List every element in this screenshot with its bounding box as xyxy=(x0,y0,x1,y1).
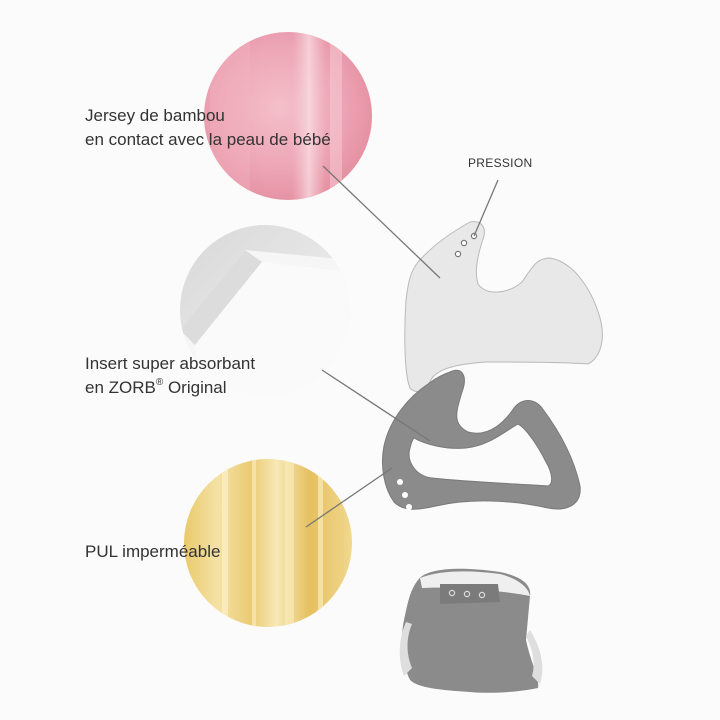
bamboo-layer-shape xyxy=(404,221,603,393)
bamboo-leader-line xyxy=(322,165,441,279)
insert-label-prefix: en ZORB xyxy=(85,378,156,397)
insert-label-line2: en ZORB® Original xyxy=(85,376,255,400)
bamboo-label-line2: en contact avec la peau de bébé xyxy=(85,130,331,149)
bamboo-jersey-label: Jersey de bambou en contact avec la peau… xyxy=(85,104,331,152)
zorb-insert-swatch xyxy=(180,225,350,395)
pression-label: PRESSION xyxy=(468,156,533,170)
insert-leader-line xyxy=(321,369,431,442)
insert-label-line1: Insert super absorbant xyxy=(85,354,256,373)
zorb-insert-label: Insert super absorbant en ZORB® Original xyxy=(85,352,255,400)
insert-label-suffix: Original xyxy=(163,378,227,397)
bamboo-jersey-swatch xyxy=(204,32,372,200)
pression-leader-line xyxy=(473,179,499,237)
bamboo-label-line1: Jersey de bambou xyxy=(85,106,225,125)
registered-mark: ® xyxy=(155,377,164,388)
insert-layer-shape xyxy=(381,369,581,510)
pul-swatch xyxy=(184,459,352,627)
assembled-diaper-illustration xyxy=(399,568,543,693)
pul-label: PUL imperméable xyxy=(85,542,221,561)
pul-leader-line xyxy=(305,467,393,528)
